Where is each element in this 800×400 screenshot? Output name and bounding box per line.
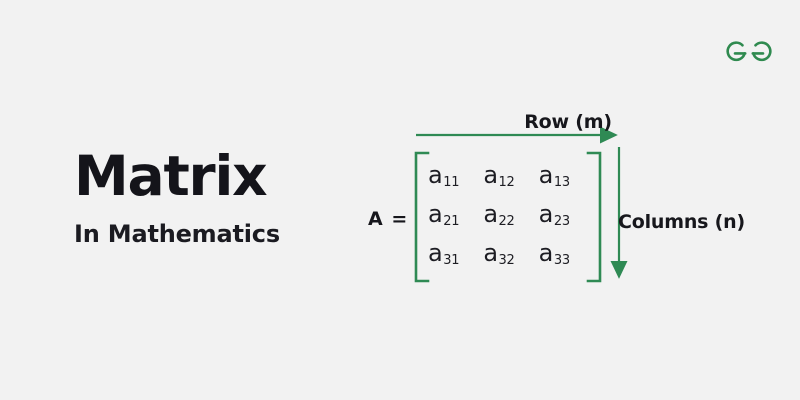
cell-base: a — [538, 239, 554, 268]
cell-subscript: 12 — [498, 174, 515, 190]
columns-label: Columns (n) — [618, 211, 745, 233]
matrix-name-label: A = — [368, 208, 409, 230]
matrix-cell: a21 — [428, 199, 460, 229]
gg-logo-icon — [726, 41, 772, 62]
row-label: Row (m) — [524, 111, 612, 133]
cell-subscript: 11 — [443, 174, 460, 190]
matrix-cell: a33 — [538, 239, 570, 269]
title-block: Matrix In Mathematics — [74, 148, 374, 248]
cell-base: a — [428, 160, 443, 189]
matrix-grid: a11 a12 a13 a21 a22 a23 a31 a32 a33 — [428, 155, 594, 273]
cell-base: a — [428, 239, 443, 268]
page-title: Matrix — [74, 144, 268, 208]
cell-base: a — [428, 199, 443, 228]
page-subtitle: In Mathematics — [74, 220, 280, 249]
cell-base: a — [538, 199, 554, 228]
cell-subscript: 32 — [498, 253, 515, 269]
cell-subscript: 22 — [498, 213, 515, 229]
matrix-cell: a31 — [428, 239, 460, 269]
matrix-cell: a32 — [483, 239, 515, 269]
matrix-cell: a12 — [483, 160, 515, 190]
cell-subscript: 31 — [443, 253, 460, 269]
matrix-bracket-right — [586, 151, 602, 283]
cell-subscript: 33 — [553, 253, 570, 269]
cell-base: a — [538, 160, 554, 189]
diagram-vectors — [414, 126, 628, 283]
matrix-cell: a22 — [483, 199, 515, 229]
matrix-bracket-left — [414, 151, 430, 283]
cell-subscript: 23 — [553, 213, 570, 229]
cell-base: a — [483, 199, 499, 228]
matrix-diagram: A = Row (m) Columns (n) a11 a12 a13 a21 … — [360, 105, 790, 300]
matrix-cell: a13 — [538, 160, 570, 190]
matrix-cell: a23 — [538, 199, 570, 229]
cell-subscript: 21 — [443, 213, 460, 229]
matrix-cell: a11 — [428, 160, 460, 190]
cell-base: a — [483, 239, 499, 268]
cell-subscript: 13 — [553, 174, 570, 190]
geeksforgeeks-logo[interactable] — [722, 33, 776, 67]
cell-base: a — [483, 160, 499, 189]
